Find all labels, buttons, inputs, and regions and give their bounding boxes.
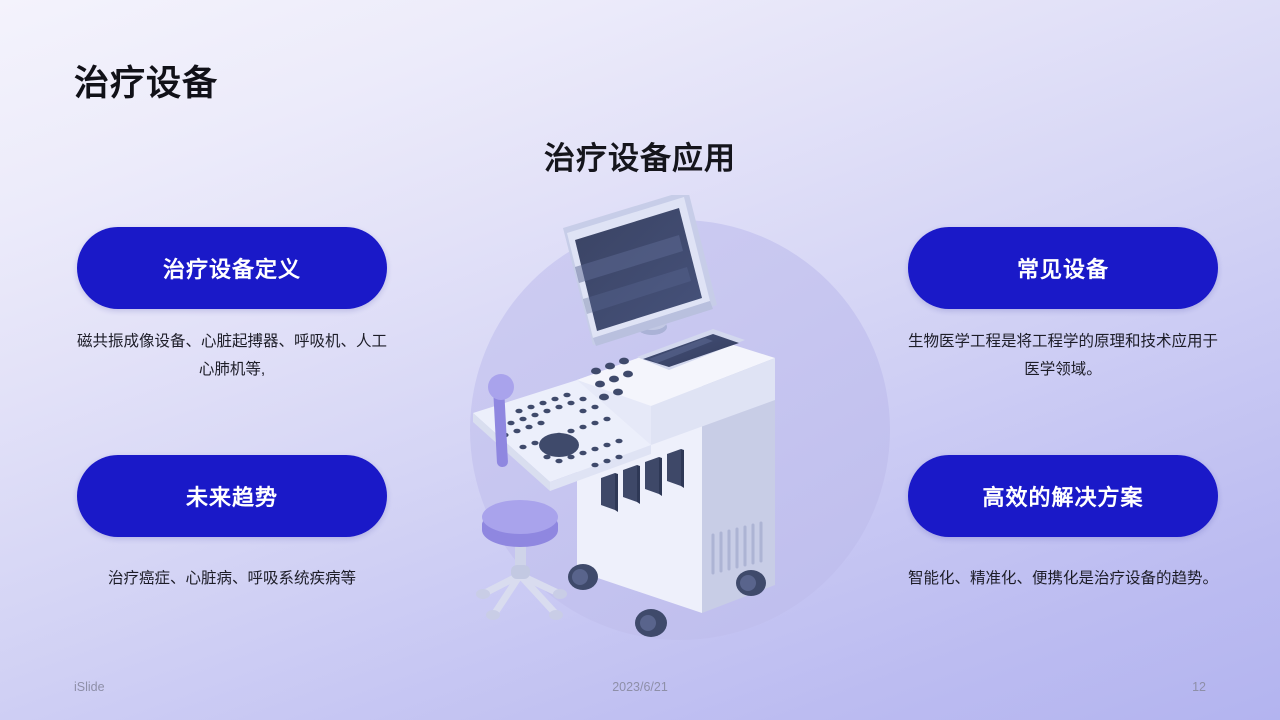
cart-drawers [601,449,684,512]
card-label-efficient-solution[interactable]: 高效的解决方案 [908,455,1218,537]
console-button-cluster [591,357,633,401]
primary-monitor [563,195,717,346]
footer-page-number: 12 [1192,680,1206,694]
probe-handle [488,374,514,467]
cart-vents [711,521,763,575]
cart-wheels [568,564,766,637]
main-heading: 治疗设备应用 [544,141,736,176]
card-label-future-trends[interactable]: 未来趋势 [77,455,387,537]
keyboard-keys [501,392,623,468]
card-text-future-trends: 治疗癌症、心脏病、呼吸系统疾病等 [107,570,356,587]
card-text-treatment-definition: 磁共振成像设备、心脏起搏器、呼吸机、人工心肺机等, [77,333,388,378]
card-text-efficient-solution: 智能化、精准化、便携化是治疗设备的趋势。 [908,570,1219,587]
keyboard-tray [473,380,651,491]
slide-title: 治疗设备 [74,64,219,103]
medical-cart-illustration [470,195,890,640]
illustration-container [455,195,905,660]
footer-date: 2023/6/21 [612,680,668,694]
secondary-screen [637,329,745,370]
card-text-common-equipment: 生物医学工程是将工程学的原理和技术应用于医学领域。 [908,333,1219,378]
card-label-treatment-definition[interactable]: 治疗设备定义 [77,227,387,309]
stool [476,500,567,620]
card-label-common-equipment[interactable]: 常见设备 [908,227,1218,309]
footer-brand: iSlide [74,680,105,694]
